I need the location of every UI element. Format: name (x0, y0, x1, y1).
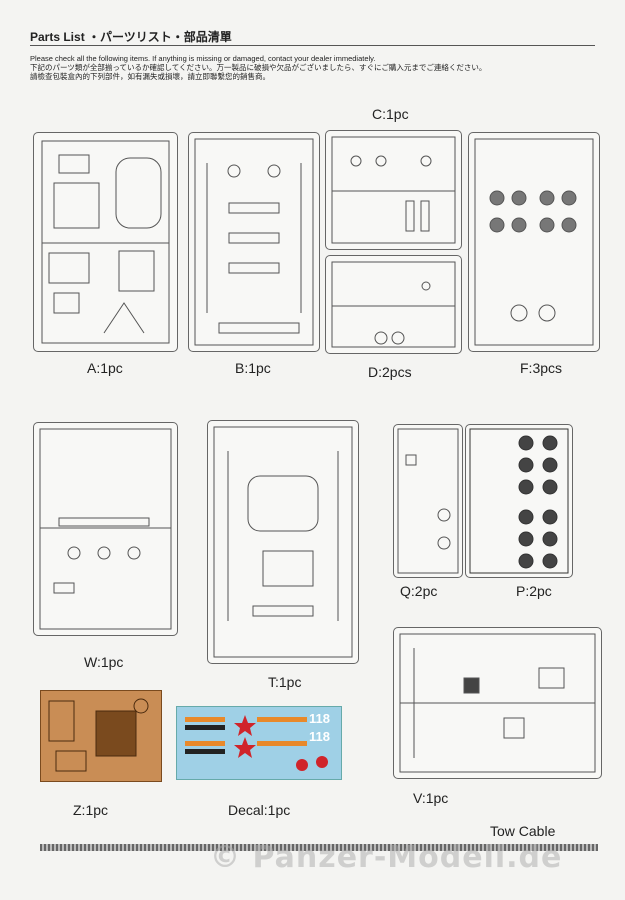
label-b: B:1pc (235, 360, 271, 376)
photoetch-z-image (40, 690, 162, 782)
sprue-b-image (188, 132, 320, 352)
sprue-a-image (33, 132, 178, 352)
sprue-f-image (468, 132, 600, 352)
label-z: Z:1pc (73, 802, 109, 818)
label-w: W:1pc (84, 654, 124, 670)
sprue-v-image (393, 627, 602, 779)
label-c: C:1pc (372, 106, 409, 122)
decal-sheet-image: 118 118 (176, 706, 342, 780)
page-title: Parts List ・パーツリスト・部品清單 (30, 30, 232, 44)
sprue-c-image (325, 130, 462, 250)
instructions-zh: 請檢查包裝盒內的下列部件，如有漏失或損壞，請立即聯繫您的銷售商。 (30, 72, 270, 81)
parts-list-header: Parts List ・パーツリスト・部品清單 (30, 28, 590, 45)
sprue-q-image (393, 424, 463, 578)
instructions-ja: 下記のパーツ類が全部揃っているか確認してください。万一製品に破損や欠品がございま… (30, 63, 487, 72)
label-q: Q:2pc (400, 583, 438, 599)
header-divider (30, 45, 595, 46)
label-d: D:2pcs (368, 364, 412, 380)
label-tow-cable: Tow Cable (490, 823, 556, 839)
instructions-text: Please check all the following items. If… (30, 54, 600, 81)
tow-cable-image (40, 844, 598, 851)
watermark: © Panzer-Modell.de (210, 840, 563, 875)
label-t: T:1pc (268, 674, 302, 690)
sprue-w-image (33, 422, 178, 636)
label-decal: Decal:1pc (228, 802, 291, 818)
sprue-p-image (465, 424, 573, 578)
label-p: P:2pc (516, 583, 552, 599)
decal-number-2: 118 (309, 729, 330, 744)
instructions-en: Please check all the following items. If… (30, 54, 376, 63)
sprue-d-image (325, 255, 462, 354)
label-v: V:1pc (413, 790, 449, 806)
label-a: A:1pc (87, 360, 123, 376)
label-f: F:3pcs (520, 360, 563, 376)
sprue-t-image (207, 420, 359, 664)
decal-number-1: 118 (309, 711, 330, 726)
